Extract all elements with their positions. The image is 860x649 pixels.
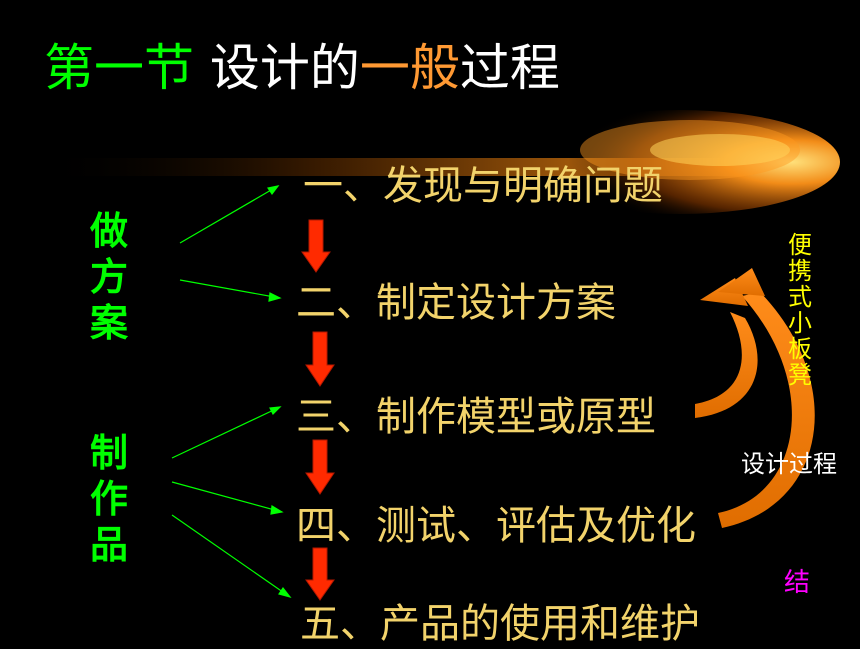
curve-arrowhead-icon <box>718 268 765 296</box>
process-label: 设计过程 <box>741 450 837 478</box>
step-4: 四、测试、评估及优化 <box>296 503 696 549</box>
curve-from-step3 <box>695 312 758 418</box>
title-section: 第一节 <box>44 39 194 97</box>
step-3: 三、制作模型或原型 <box>296 394 656 440</box>
line-make-to-step4 <box>171 481 283 513</box>
step-arrows <box>301 219 335 601</box>
connector-lines <box>171 185 292 599</box>
down-arrow-icon <box>305 331 335 387</box>
step-5: 五、产品的使用和维护 <box>300 601 700 647</box>
comet-decoration <box>40 110 840 214</box>
line-plan-to-step1 <box>179 185 279 244</box>
summary-link[interactable]: 结 <box>784 568 811 598</box>
curve-from-step4 <box>718 292 815 528</box>
title-end: 过程 <box>459 39 560 97</box>
line-make-to-step3 <box>171 406 281 459</box>
line-plan-to-step2 <box>179 279 281 299</box>
page-title: 第一节 设计的一般过程 <box>44 38 560 98</box>
down-arrow-icon <box>305 547 335 601</box>
line-make-to-step5 <box>171 514 291 598</box>
step-1: 一、发现与明确问题 <box>303 163 663 209</box>
down-arrow-icon <box>305 439 335 495</box>
group-label-make: 制作品 <box>89 431 128 567</box>
example-label: 便携式小板凳 <box>788 231 812 389</box>
title-highlight: 一般 <box>359 39 460 97</box>
title-main: 设计的 <box>209 39 360 97</box>
group-label-plan: 做方案 <box>89 209 128 345</box>
feedback-curves <box>695 268 815 528</box>
down-arrow-icon <box>301 219 331 273</box>
step-2: 二、制定设计方案 <box>296 280 616 326</box>
